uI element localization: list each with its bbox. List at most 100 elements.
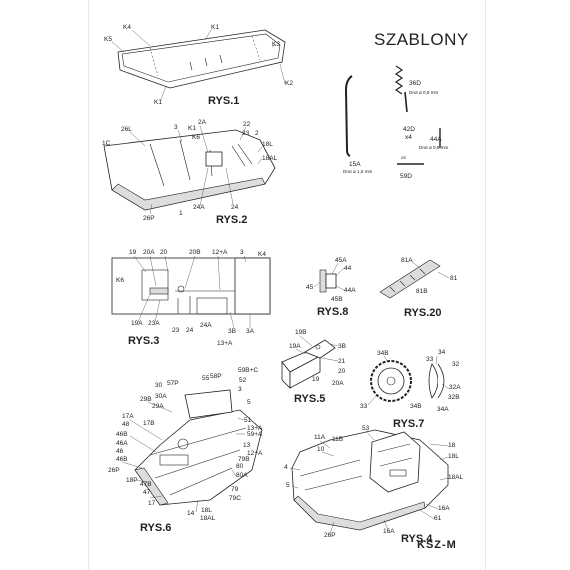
rys6-label-17: 26P bbox=[108, 467, 120, 474]
rys7-label-4: 32A bbox=[449, 384, 461, 391]
rys6-label-25: 79C bbox=[229, 495, 241, 502]
page-title: SZABLONY bbox=[374, 30, 469, 49]
rys2-label-10: 18AL bbox=[262, 155, 278, 162]
rys6-label-14: 46A bbox=[116, 440, 128, 447]
figure-wires: 36D Drut ø 0,5 mm 42D x4 44A Drut ø 0,5 … bbox=[343, 65, 449, 180]
rys4-label-5: 5 bbox=[286, 482, 290, 489]
rys6-label-24: 18L bbox=[201, 507, 212, 514]
wires-label-2: x4 bbox=[405, 134, 412, 141]
rys5-label-4: 20 bbox=[338, 368, 346, 375]
rys3-lower-box bbox=[196, 297, 228, 315]
rys3-inner-slot bbox=[149, 287, 169, 295]
rys5-label-0: 19B bbox=[295, 329, 307, 336]
rys4-turret-lines bbox=[377, 443, 413, 467]
rys3-label-2: 20 bbox=[160, 249, 168, 256]
rys4-label-12: 26P bbox=[324, 532, 336, 539]
rys3-label-6: K4 bbox=[258, 251, 266, 258]
rys6-label-30: 13 bbox=[243, 442, 251, 449]
rys1-inner-edge bbox=[121, 33, 281, 83]
rys7-label-7: 33 bbox=[360, 403, 368, 410]
rys4-label-10: 61 bbox=[434, 515, 442, 522]
rys2-label-2: K1 bbox=[188, 125, 196, 132]
rys2-track-strip bbox=[111, 177, 266, 211]
rys4-label-7: 18L bbox=[448, 453, 459, 460]
rys1-label-3: K3 bbox=[272, 41, 280, 48]
rys7-side-wheel bbox=[428, 363, 439, 399]
rys2-label-12: 1 bbox=[179, 210, 183, 217]
rys1-marks bbox=[189, 54, 223, 71]
figure-rys7: 34B 34 33 32 32A 32B 34A 33 34B RYS.7 bbox=[360, 349, 461, 430]
wire-15a bbox=[344, 75, 353, 157]
rys6-label-22: 14 bbox=[187, 510, 195, 517]
rys3-label-7: K6 bbox=[116, 277, 124, 284]
rys5-caption: RYS.5 bbox=[294, 393, 325, 405]
rys3-label-9: 23A bbox=[148, 320, 160, 327]
rys3-label-4: 12+A bbox=[212, 249, 228, 256]
rys7-hub bbox=[386, 376, 396, 386]
rys6-panel-lines bbox=[149, 427, 247, 496]
rys20-label-1: 81 bbox=[450, 275, 458, 282]
rys8-label-2: 45 bbox=[306, 284, 314, 291]
rys5-cap bbox=[304, 339, 336, 359]
rys6-label-26: 79 bbox=[231, 486, 239, 493]
rys4-label-4: 4 bbox=[284, 464, 288, 471]
rys6-leaders bbox=[121, 401, 245, 513]
rys3-label-12: 24A bbox=[200, 322, 212, 329]
rys2-label-1: 3 bbox=[174, 124, 178, 131]
rys3-left-block bbox=[141, 269, 169, 301]
rys6-label-10: 17B bbox=[143, 420, 155, 427]
rys8-plate bbox=[319, 269, 327, 293]
rys2-box bbox=[205, 151, 223, 167]
rys4-leaders bbox=[289, 430, 449, 535]
rys7-label-2: 33 bbox=[426, 356, 434, 363]
wires-note-2: Drut ø 1,5 mm bbox=[343, 169, 373, 174]
figure-rys8: 45A 44 45 44A 45B RYS.8 bbox=[306, 257, 356, 318]
rys6-label-2: 55 bbox=[202, 375, 210, 382]
rys4-caption: RYS.4 bbox=[401, 533, 433, 545]
rys3-right-panel bbox=[234, 257, 271, 315]
rys20-leaders bbox=[411, 261, 450, 279]
rys8-label-3: 44A bbox=[344, 287, 356, 294]
rys3-label-5: 3 bbox=[240, 249, 244, 256]
rys4-label-8: 18AL bbox=[448, 474, 464, 481]
rys5-leaders bbox=[295, 335, 339, 362]
wires-label-5: 59D bbox=[400, 173, 412, 180]
rys6-label-4: 3 bbox=[238, 386, 242, 393]
rys20-label-0: 81A bbox=[401, 257, 413, 264]
wires-note-1: Drut ø 0,5 mm bbox=[419, 145, 449, 150]
rys5-label-2: 3B bbox=[338, 343, 346, 350]
rys1-label-4: K2 bbox=[285, 80, 293, 87]
rys8-block bbox=[325, 273, 337, 289]
rys4-hatch bbox=[389, 469, 407, 477]
rys7-label-5: 32B bbox=[448, 394, 460, 401]
rys4-label-9: 16A bbox=[438, 505, 450, 512]
rys20-caption: RYS.20 bbox=[404, 307, 442, 319]
rys8-caption: RYS.8 bbox=[317, 306, 348, 318]
rys20-label-2: 81B bbox=[416, 288, 428, 295]
rys6-label-27: 80A bbox=[236, 472, 248, 479]
rys3-leaders bbox=[133, 255, 251, 329]
figure-rys1: K4 K1 K5 K3 K2 K1 RYS.1 bbox=[104, 24, 293, 107]
rys2-label-6: 2 bbox=[255, 130, 259, 137]
rys3-caption: RYS.3 bbox=[128, 335, 159, 347]
wire-42d bbox=[404, 91, 408, 113]
rys4-panel-lines bbox=[299, 459, 363, 491]
rys7-leaders bbox=[367, 355, 450, 406]
rys3-label-8: 19A bbox=[131, 320, 143, 327]
rys8-leaders bbox=[313, 262, 345, 291]
rys3-label-14: 3A bbox=[246, 328, 255, 335]
rys6-label-23: 18AL bbox=[200, 515, 216, 522]
rys6-label-12: 48 bbox=[122, 421, 130, 428]
wires-note-0: Drut ø 0,5 mm bbox=[409, 90, 439, 95]
rys1-caption: RYS.1 bbox=[208, 95, 239, 107]
rys2-label-0: 26L bbox=[121, 126, 132, 133]
rys5-label-1: 19A bbox=[289, 343, 301, 350]
rys3-label-13: 3B bbox=[228, 328, 236, 335]
rys6-label-32: 59+A bbox=[247, 431, 263, 438]
rys1-hull-outline bbox=[117, 29, 286, 89]
figure-rys2: 26L 3 K1 2A 22 23 2 1C K6 18L 18AL 26P 1… bbox=[102, 119, 278, 226]
rys3-label-11: 24 bbox=[186, 327, 194, 334]
rys5-label-3: 21 bbox=[338, 358, 346, 365]
